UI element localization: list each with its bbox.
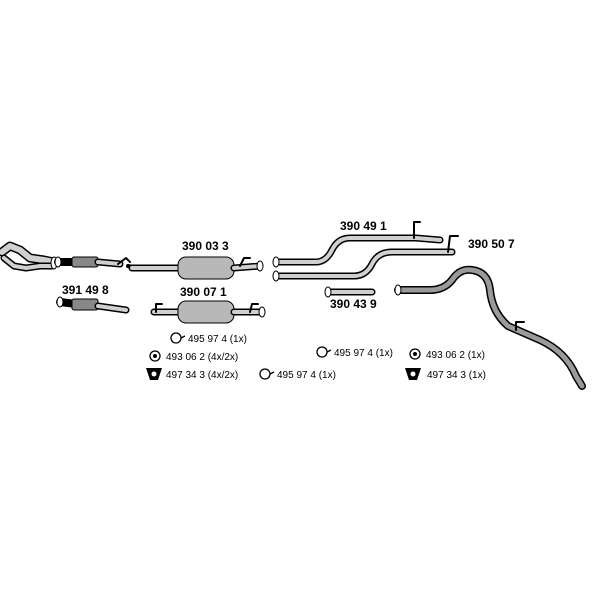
downpipe-flange xyxy=(0,241,59,272)
rubber-ring-icon xyxy=(149,350,161,362)
front-pipe-391-49-8 xyxy=(56,296,130,314)
part-number-390-03-3: 390 03 3 xyxy=(182,239,229,253)
part-number-391-49-8: 391 49 8 xyxy=(62,283,109,297)
accessory-clamp-left: 495 97 4 (1x) xyxy=(170,332,247,345)
accessory-ring-left: 493 06 2 (4x/2x) xyxy=(149,350,238,363)
part-number-390-50-7: 390 50 7 xyxy=(468,237,515,251)
hanger-icon xyxy=(146,368,162,380)
part-number-390-07-1: 390 07 1 xyxy=(180,285,227,299)
pipe-390-49-1 xyxy=(272,221,444,268)
accessory-label: 493 06 2 (4x/2x) xyxy=(166,352,238,363)
clamp-icon xyxy=(170,332,186,344)
part-number-390-43-9: 390 43 9 xyxy=(330,297,377,311)
accessory-label: 497 34 3 (1x) xyxy=(427,370,486,381)
accessory-label: 497 34 3 (4x/2x) xyxy=(166,370,238,381)
accessory-label: 493 06 2 (1x) xyxy=(426,350,485,361)
accessory-ring-right: 493 06 2 (1x) xyxy=(409,348,485,361)
accessory-hanger-left: 497 34 3 (4x/2x) xyxy=(146,368,238,381)
accessory-clamp-left-2: 495 97 4 (1x) xyxy=(259,368,336,381)
accessory-label: 495 97 4 (1x) xyxy=(334,348,393,359)
clamp-icon xyxy=(259,368,275,380)
hanger-icon xyxy=(405,368,421,380)
accessory-label: 495 97 4 (1x) xyxy=(188,334,247,345)
pipe-390-43-9 xyxy=(324,286,376,298)
part-number-390-49-1: 390 49 1 xyxy=(340,219,387,233)
middle-silencer-390-03-3 xyxy=(128,256,264,280)
accessory-clamp-right: 495 97 4 (1x) xyxy=(316,346,393,359)
flex-front-pipe xyxy=(54,256,140,270)
rubber-ring-icon xyxy=(409,348,421,360)
accessory-label: 495 97 4 (1x) xyxy=(277,370,336,381)
accessory-hanger-right: 497 34 3 (1x) xyxy=(405,368,486,381)
tailpipe xyxy=(394,265,586,390)
middle-silencer-390-07-1 xyxy=(150,300,266,324)
pipe-lower-long xyxy=(272,235,459,282)
clamp-icon xyxy=(316,346,332,358)
